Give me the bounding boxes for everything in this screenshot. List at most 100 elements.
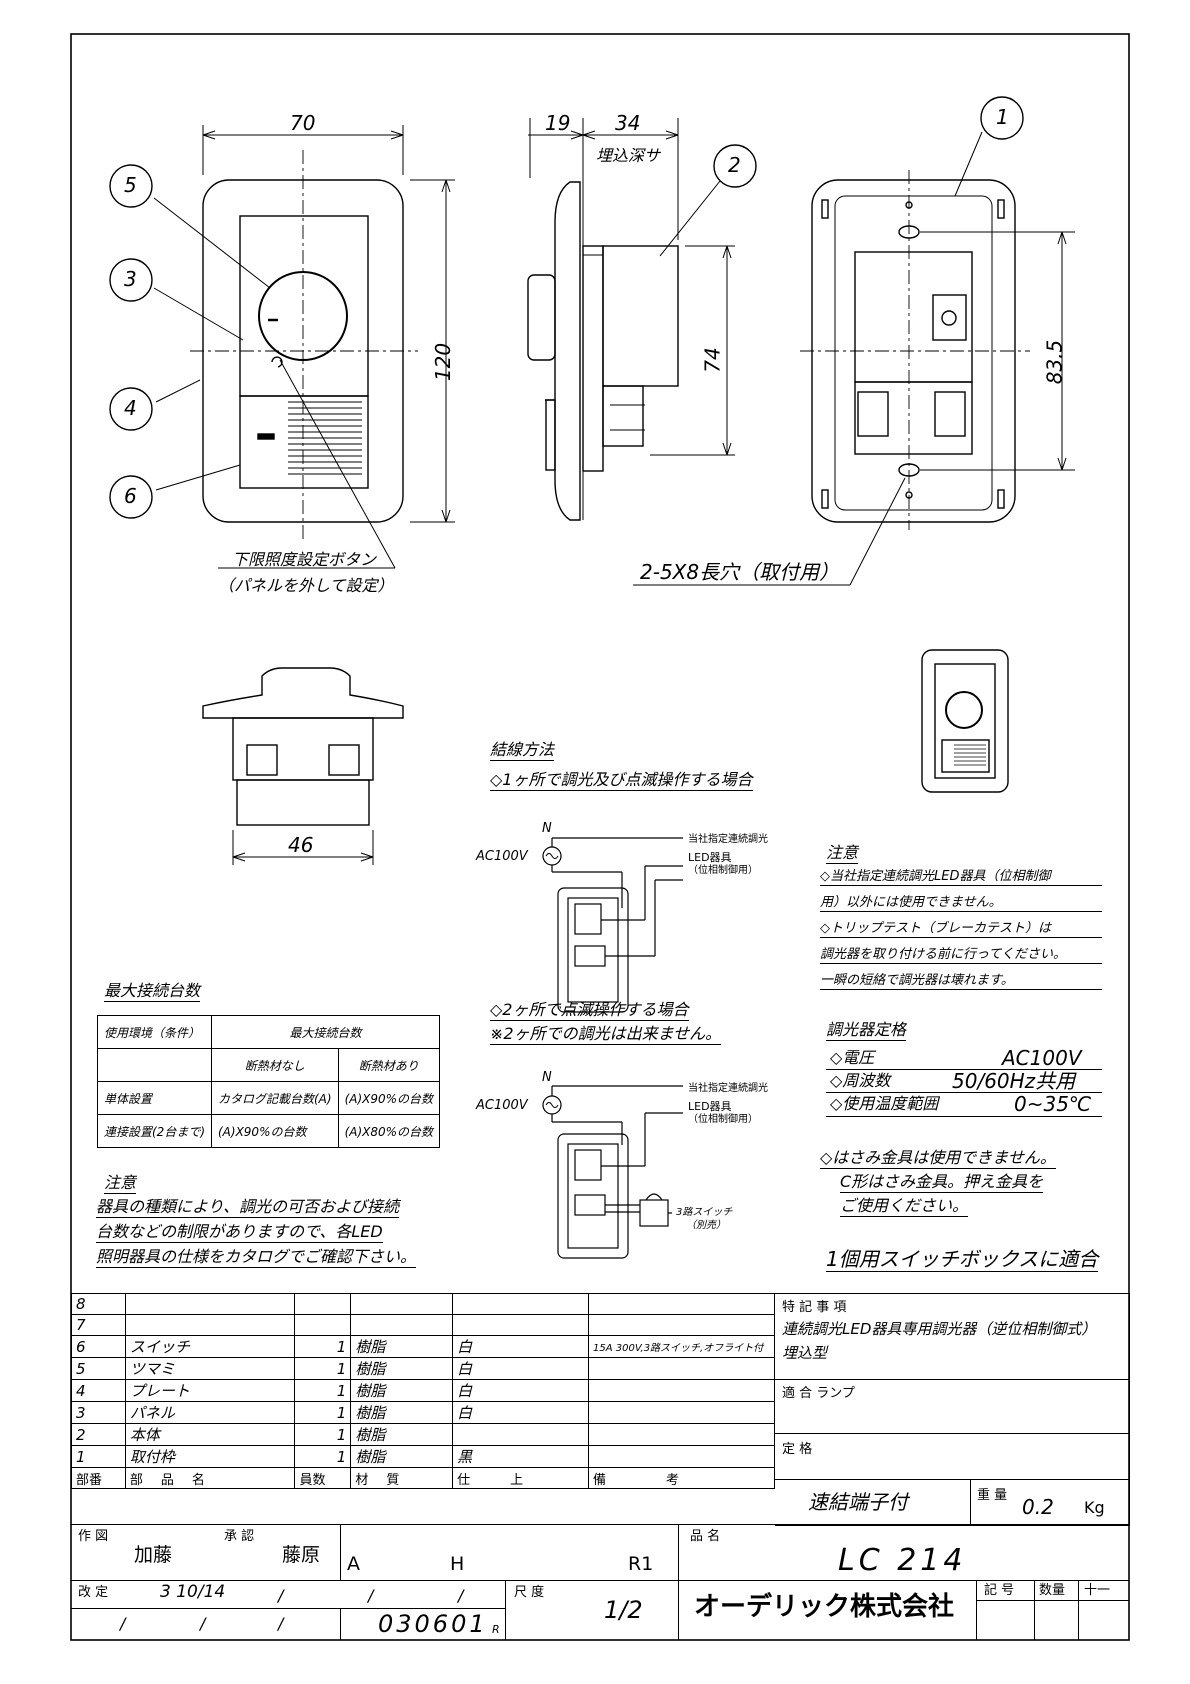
revise-slash-3: / [458,1586,464,1605]
cell: 白 [452,1401,589,1424]
max-conn-r0c2: (A)X90%の台数 [337,1081,441,1115]
wiring-diagram-1 [542,837,683,1013]
cell [587,1293,776,1315]
cell: 3 [71,1401,126,1424]
sym-label: 記 号 [984,1583,1015,1598]
weight-unit: Kg [1084,1498,1105,1517]
rating-freq-val: 50/60Hz共用 [952,1069,1076,1093]
cell: 樹脂 [350,1379,454,1402]
cell: 白 [452,1357,589,1380]
weight-value: 0.2 [1022,1495,1054,1519]
switch3-label-1: 3路スイッチ [676,1207,733,1218]
cell [294,1314,352,1336]
weight-label: 重 量 [977,1488,1008,1503]
front-width-dim: 70 [290,111,316,135]
cell [124,1314,296,1336]
max-conn-r0c0: 単体設置 [97,1081,212,1115]
notes-left-2: 台数などの制限がありますので、各LED [96,1222,383,1243]
clip-note-3: ご使用ください。 [840,1196,969,1217]
cell: 1 [294,1445,352,1468]
cell: 樹脂 [350,1423,454,1446]
wiring-diagram-2 [542,1085,683,1259]
doc-number: 030601 [378,1610,488,1638]
max-conn-table: 使用環境（条件） 最大接続台数 断熱材なし 断熱材あり 単体設置 カタログ記載台… [97,1015,441,1148]
qty-label: 数量 [1039,1583,1066,1598]
cell: 8 [71,1293,126,1315]
name-label: 品 名 [690,1529,721,1544]
revise-slash-6: / [278,1614,284,1633]
company-name: オーデリック株式会社 [694,1592,955,1622]
max-conn-r1c2: (A)X80%の台数 [337,1114,441,1148]
notes-right-2: 用）以外には使用できません。 [820,896,1102,912]
drawn-by: 加藤 [134,1544,173,1566]
cell: 樹脂 [350,1401,454,1424]
cell: 1 [294,1401,352,1424]
cell [294,1293,352,1315]
cell: スイッチ [124,1335,296,1358]
wiring2-led-3: （位相制御用） [688,1114,758,1125]
notes-right-1: ◇当社指定連続調光LED器具（位相制御 [820,870,1102,886]
balloon-1: 1 [996,105,1009,129]
lamp-label: 適 合 ランプ [782,1386,855,1401]
ratings-title: 調光器定格 [826,1020,907,1041]
max-conn-h0: 使用環境（条件） [97,1015,212,1049]
balloon-3: 3 [124,267,137,291]
table-row: 7 [71,1314,776,1336]
mount-holes-label: 2-5X8長穴（取付用） [640,560,840,584]
side-plate-dim: 19 [545,111,571,135]
cell [350,1314,454,1336]
table-header: 部番 部品名 員数 材質 仕上 備考 [71,1467,776,1489]
notes-left-title: 注意 [104,1173,137,1194]
cell [587,1379,776,1402]
wiring2-led-1: 当社指定連続調光 [688,1083,768,1094]
cell [452,1314,589,1336]
cell: 1 [294,1379,352,1402]
wiring-case2-1: ◇2ヶ所で点滅操作する場合 [490,1000,689,1021]
max-conn-title: 最大接続台数 [104,981,201,1002]
balloon-6: 6 [124,484,137,508]
product-name: LC 214 [838,1543,967,1578]
clip-note-2: C形はさみ金具。押え金具を [840,1172,1044,1193]
wiring2-led-2: LED器具 [688,1100,732,1113]
notes-right-3: ◇トリップテスト（ブレーカテスト）は [820,922,1102,938]
wiring1-led-2: LED器具 [688,851,732,864]
header-cell: 部番 [71,1467,126,1489]
cell: 1 [294,1423,352,1446]
wiring-case1: ◇1ヶ所で調光及び点滅操作する場合 [490,770,753,791]
cell: 白 [452,1379,589,1402]
ten-one-label: 十一 [1084,1583,1111,1598]
cell [350,1293,454,1315]
revise-slash-2: / [368,1586,374,1605]
bottom-width-dim: 46 [288,833,314,857]
cell: 1 [294,1335,352,1358]
max-conn-r1c1: (A)X90%の台数 [211,1114,339,1148]
wiring2-n: N [542,1070,552,1085]
max-conn-r1c0: 連接設置(2台まで) [97,1114,212,1148]
cell: 6 [71,1335,126,1358]
cell: ツマミ [124,1357,296,1380]
cell: 黒 [452,1445,589,1468]
special-line2: 埋込型 [782,1344,828,1362]
rating-temp-key: ◇使用温度範囲 [830,1094,939,1113]
balloon-4: 4 [124,396,137,420]
notes-left-3: 照明器具の仕様をカタログでご確認下さい。 [96,1247,417,1268]
rating-voltage-val: AC100V [1002,1046,1082,1070]
cell: 1 [294,1357,352,1380]
revise-date: 3 10/14 [160,1582,226,1602]
approved-label: 承 認 [224,1529,255,1544]
product-thumbnail [921,649,1009,793]
cell: 4 [71,1379,126,1402]
cell [124,1293,296,1315]
terminal-label: 速結端子付 [808,1490,908,1514]
rating-label: 定 格 [782,1442,813,1457]
cell: プレート [124,1379,296,1402]
cell [587,1314,776,1336]
wiring1-led-1: 当社指定連続調光 [688,834,768,845]
notes-right-5: 一瞬の短絡で調光器は壊れます。 [820,974,1102,990]
notes-left-1: 器具の種類により、調光の可否および接続 [96,1197,400,1218]
cell: 樹脂 [350,1335,454,1358]
